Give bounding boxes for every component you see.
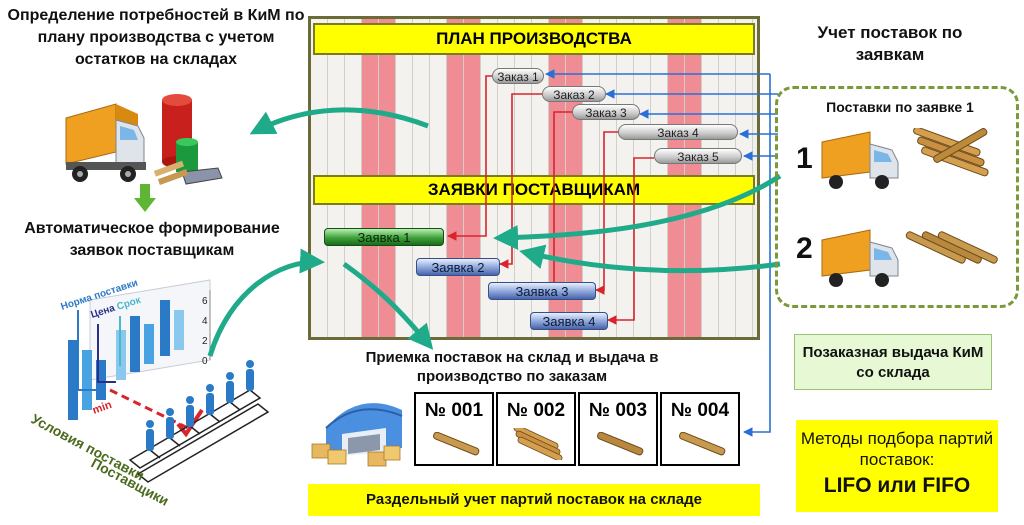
request-pill-4[interactable]: Заявка 4 xyxy=(530,312,608,330)
logs-icon xyxy=(913,128,989,177)
warehouse-title: Приемка поставок на склад и выдача в про… xyxy=(365,349,659,385)
axis-tick-2: 2 xyxy=(202,336,208,347)
order-pill-2[interactable]: Заказ 2 xyxy=(542,86,606,102)
supplies-box-title: Поставки по заявке 1 xyxy=(826,99,974,115)
auto-title: Автоматическое формирование заявок поста… xyxy=(24,220,280,259)
methods-text: Методы подбора партий поставок: xyxy=(800,429,994,469)
warehouse-order-label: № 002 xyxy=(506,400,566,421)
delivery-number-1: 1 xyxy=(796,142,813,175)
supplies-box xyxy=(775,86,1019,308)
rods-icon xyxy=(905,231,998,264)
warehouse-order-label: № 001 xyxy=(424,400,484,421)
logs-bundle-icon xyxy=(513,428,563,460)
delivery-truck-1-icon xyxy=(821,128,989,189)
warehouse-order-2[interactable]: № 002 xyxy=(496,392,576,466)
boxes-icon xyxy=(311,443,401,467)
warehouse-order-label: № 004 xyxy=(670,400,730,421)
axis-tick-6: 6 xyxy=(202,296,208,307)
stock-cylinders-icon xyxy=(153,94,223,185)
warehouse-order-4[interactable]: № 004 xyxy=(660,392,740,466)
request-pill-1[interactable]: Заявка 1 xyxy=(324,228,444,246)
warehouse-order-3[interactable]: № 003 xyxy=(578,392,658,466)
delivery-truck-2-icon xyxy=(821,229,998,287)
issue-box: Позаказная выдача КиМ со склада xyxy=(794,334,992,390)
request-pill-2[interactable]: Заявка 2 xyxy=(416,258,500,276)
supplier-people-icons xyxy=(146,360,254,451)
supplies-title: Учет поставок по заявкам xyxy=(817,23,963,64)
axis-tick-4: 4 xyxy=(202,316,208,327)
order-pill-1[interactable]: Заказ 1 xyxy=(492,68,544,84)
down-arrow-icon xyxy=(134,184,156,212)
rod-icon xyxy=(679,432,726,456)
warehouse-footer: Раздельный учет партий поставок на склад… xyxy=(308,484,760,516)
methods-strong: LIFO или FIFO xyxy=(823,474,971,497)
supplier-selection-chart: 6 4 2 0 Норма поставки Цена Срок min xyxy=(29,278,270,509)
axis-tick-0: 0 xyxy=(202,356,208,367)
warehouse-order-1[interactable]: № 001 xyxy=(414,392,494,466)
warehouse-order-label: № 003 xyxy=(588,400,648,421)
order-pill-3[interactable]: Заказ 3 xyxy=(572,104,640,120)
truck-icon xyxy=(65,103,146,182)
order-pill-5[interactable]: Заказ 5 xyxy=(654,148,742,164)
warehouse-icon xyxy=(311,403,403,467)
rod-icon xyxy=(433,432,480,456)
requests-title: ЗАЯВКИ ПОСТАВЩИКАМ xyxy=(313,175,755,205)
methods-box: Методы подбора партий поставок: LIFO или… xyxy=(796,420,998,512)
order-pill-4[interactable]: Заказ 4 xyxy=(618,124,738,140)
truck-stock-icon xyxy=(65,94,223,185)
plan-title: ПЛАН ПРОИЗВОДСТВА xyxy=(313,23,755,55)
rod-icon xyxy=(597,432,644,456)
delivery-number-2: 2 xyxy=(796,232,813,265)
request-pill-3[interactable]: Заявка 3 xyxy=(488,282,596,300)
needs-title: Определение потребностей в КиМ по плану … xyxy=(7,7,305,68)
